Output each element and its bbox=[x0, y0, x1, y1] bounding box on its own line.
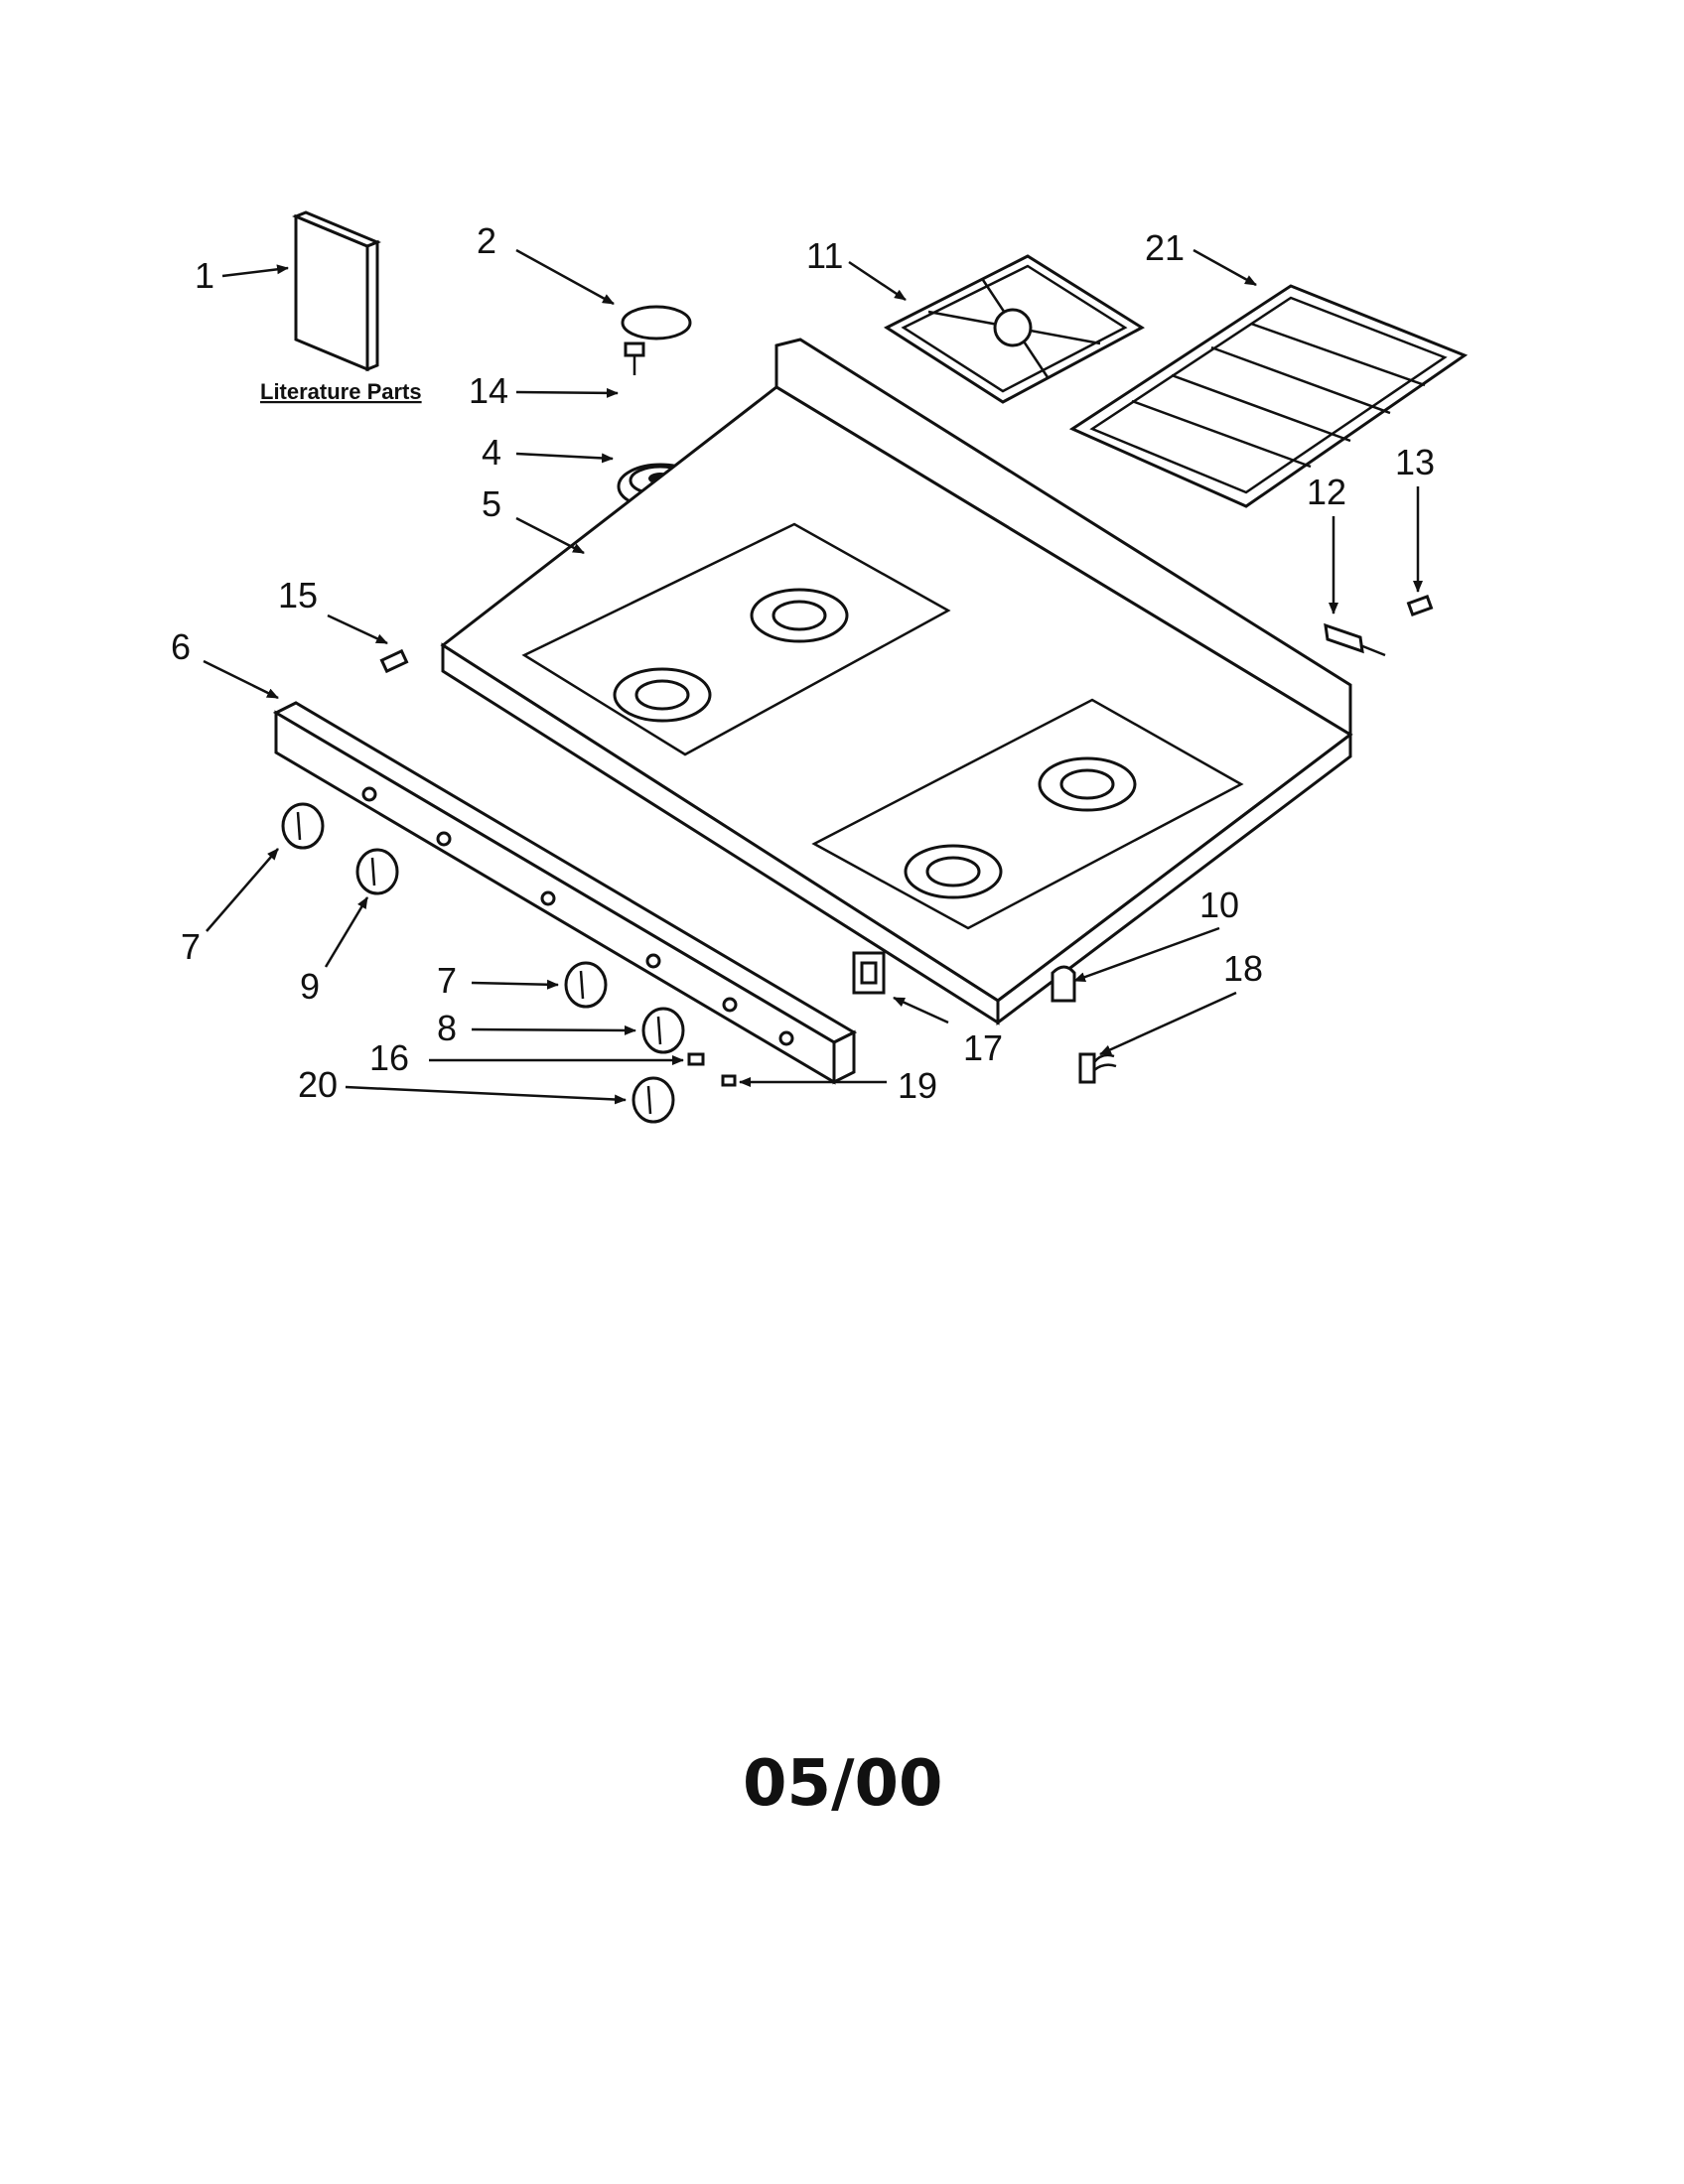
callout-19: 19 bbox=[898, 1065, 937, 1106]
leader-lines bbox=[203, 248, 1423, 1105]
callout-18: 18 bbox=[1223, 948, 1263, 989]
callout-17: 17 bbox=[963, 1027, 1003, 1068]
literature-booklet bbox=[292, 210, 381, 372]
callout-labels: 1 2 11 21 14 4 5 12 13 15 6 7 9 7 8 16 2… bbox=[171, 220, 1435, 1106]
screw-16 bbox=[687, 1052, 705, 1066]
callout-8: 8 bbox=[437, 1008, 457, 1048]
screw-19 bbox=[721, 1074, 737, 1087]
callout-9: 9 bbox=[300, 966, 320, 1007]
control-knob-7-right bbox=[564, 961, 608, 1009]
callout-11: 11 bbox=[806, 235, 843, 276]
screw-13 bbox=[1406, 595, 1434, 616]
control-knob-9 bbox=[355, 848, 399, 895]
callout-20: 20 bbox=[298, 1064, 338, 1105]
panel-screw-15 bbox=[379, 648, 409, 674]
wire-harness bbox=[1078, 1052, 1117, 1084]
callout-4: 4 bbox=[482, 432, 501, 473]
burner-grate-square bbox=[883, 254, 1145, 404]
callout-6: 6 bbox=[171, 626, 191, 667]
callout-7-left: 7 bbox=[181, 926, 201, 967]
callout-10: 10 bbox=[1199, 885, 1239, 925]
callout-13: 13 bbox=[1395, 442, 1435, 482]
callout-1: 1 bbox=[195, 255, 214, 296]
literature-parts-label: Literature Parts bbox=[260, 379, 422, 404]
control-knob-8 bbox=[641, 1007, 685, 1054]
ignition-switch bbox=[852, 951, 886, 995]
callout-21: 21 bbox=[1145, 227, 1185, 268]
callout-14: 14 bbox=[469, 370, 508, 411]
control-knob-7-left bbox=[281, 802, 325, 850]
clip-10 bbox=[1051, 965, 1076, 1003]
callout-16: 16 bbox=[369, 1037, 409, 1078]
callout-2: 2 bbox=[477, 220, 496, 261]
callout-5: 5 bbox=[482, 483, 501, 524]
revision-date: 05/00 bbox=[743, 1747, 943, 1821]
cooktop-panel bbox=[440, 338, 1353, 1026]
control-knob-20 bbox=[632, 1076, 675, 1124]
burner-cap bbox=[621, 305, 692, 341]
callout-7-right: 7 bbox=[437, 960, 457, 1001]
igniter bbox=[1324, 622, 1386, 657]
callout-15: 15 bbox=[278, 575, 318, 615]
burner-grate-double bbox=[1068, 284, 1469, 508]
burner-screw bbox=[624, 341, 645, 375]
callout-12: 12 bbox=[1307, 472, 1346, 512]
